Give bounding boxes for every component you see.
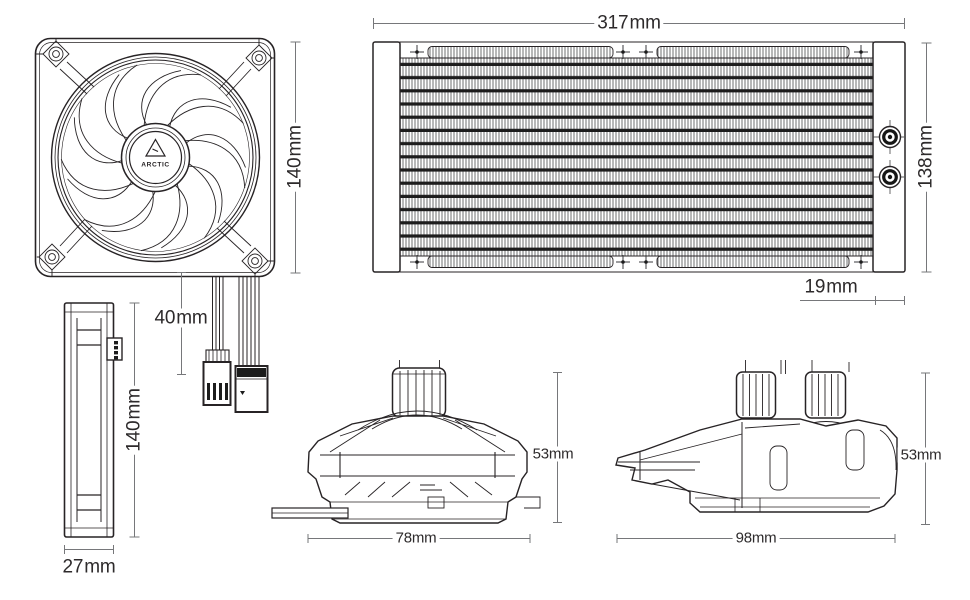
dim-line-fan-side-width	[64, 545, 114, 554]
pump-front-body	[307, 415, 528, 524]
dim-label-cable-length: 40 mm	[151, 308, 211, 328]
dim-label-pump-front-height: 53 mm	[529, 446, 577, 462]
radiator-screws	[410, 45, 868, 269]
pump-side-details	[618, 422, 897, 512]
fan-hub: ARCTIC	[120, 122, 191, 193]
pump-side-view	[615, 360, 898, 513]
pump-front-cable	[271, 507, 349, 519]
dim-label-pump-side-height: 53 mm	[897, 447, 945, 463]
pwm-connector	[202, 349, 232, 406]
port-top-icon	[873, 120, 906, 154]
pump-front-details	[320, 410, 541, 520]
dim-line-radiator-depth	[800, 296, 905, 305]
fan-rim	[50, 52, 261, 263]
dim-label-fan-side-width: 27 mm	[59, 557, 119, 577]
pump-side-hose-fittings	[733, 371, 851, 427]
port-bottom-icon	[873, 160, 906, 194]
radiator-ports	[873, 120, 906, 194]
radiator-end-tank-left	[372, 41, 401, 273]
arctic-logo: ARCTIC	[141, 138, 170, 169]
fan-front-view: ARCTIC	[34, 37, 276, 413]
fan-side-connector	[106, 337, 123, 361]
pump-front-hose-fitting	[391, 367, 447, 418]
radiator-mounting-plates	[399, 41, 874, 273]
dim-label-fan-side-height: 140 mm	[124, 385, 145, 455]
dim-label-radiator-length: 317 mm	[594, 13, 664, 33]
pump-side-body	[615, 418, 898, 513]
dim-label-pump-side-width: 98 mm	[732, 530, 780, 546]
radiator-top-view	[372, 41, 906, 273]
dim-label-radiator-height: 138 mm	[916, 122, 937, 192]
arctic-logo-text: ARCTIC	[141, 162, 170, 169]
dim-label-fan-front-height: 140 mm	[285, 122, 306, 192]
pump-front-view	[271, 360, 541, 524]
fan-cables	[212, 277, 260, 366]
dim-label-pump-front-width: 78 mm	[392, 530, 440, 546]
rgb-connector	[234, 365, 269, 413]
dim-label-radiator-depth: 19 mm	[801, 277, 861, 297]
radiator-end-tank-right	[872, 41, 906, 273]
fan-side-view	[63, 302, 123, 538]
radiator-core	[399, 57, 874, 257]
